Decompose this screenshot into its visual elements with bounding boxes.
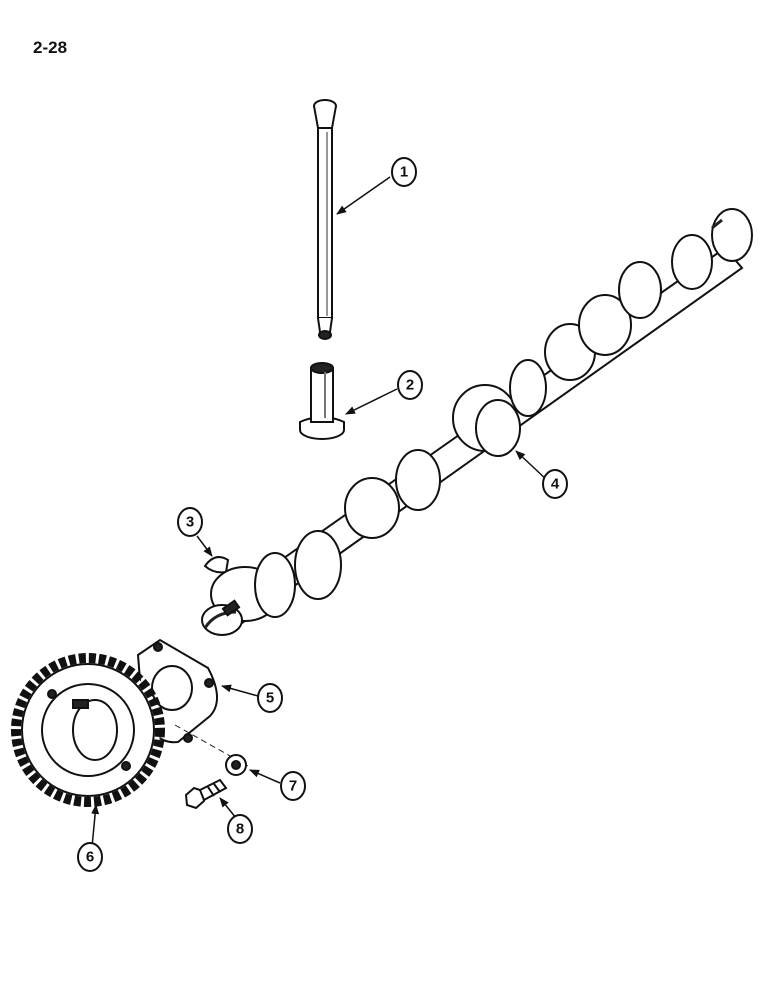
leader-line-6 — [91, 804, 100, 848]
leader-line-1 — [336, 176, 391, 215]
callout-3-label: 3 — [186, 514, 194, 531]
callout-2-label: 2 — [406, 377, 414, 394]
callout-1-label: 1 — [400, 164, 408, 181]
leader-line-8 — [219, 797, 237, 819]
woodruff-key — [203, 556, 230, 574]
callout-4: 4 — [542, 469, 568, 499]
leader-line-4 — [515, 450, 549, 482]
callout-8: 8 — [227, 814, 253, 844]
callout-2: 2 — [397, 370, 423, 400]
callout-5-label: 5 — [266, 690, 274, 707]
callout-5: 5 — [257, 683, 283, 713]
camshaft — [201, 208, 753, 636]
callout-6-label: 6 — [86, 849, 94, 866]
leader-line-2 — [345, 388, 398, 415]
camshaft-gear — [11, 653, 165, 807]
lock-washer — [225, 754, 247, 776]
bolt — [184, 778, 228, 810]
callout-6: 6 — [77, 842, 103, 872]
push-rod — [313, 99, 337, 340]
leader-line-3 — [196, 535, 213, 557]
callout-1: 1 — [391, 157, 417, 187]
leader-lines — [91, 176, 549, 848]
callout-7-label: 7 — [289, 778, 297, 795]
callout-7: 7 — [280, 771, 306, 801]
leader-line-7 — [249, 769, 281, 784]
callout-4-label: 4 — [551, 476, 560, 493]
leader-line-5 — [221, 684, 259, 697]
callout-3: 3 — [177, 507, 203, 537]
tappet — [299, 362, 345, 440]
callout-8-label: 8 — [236, 821, 244, 838]
bolt-alignment-line — [174, 724, 249, 767]
page-number: 2-28 — [33, 38, 68, 57]
